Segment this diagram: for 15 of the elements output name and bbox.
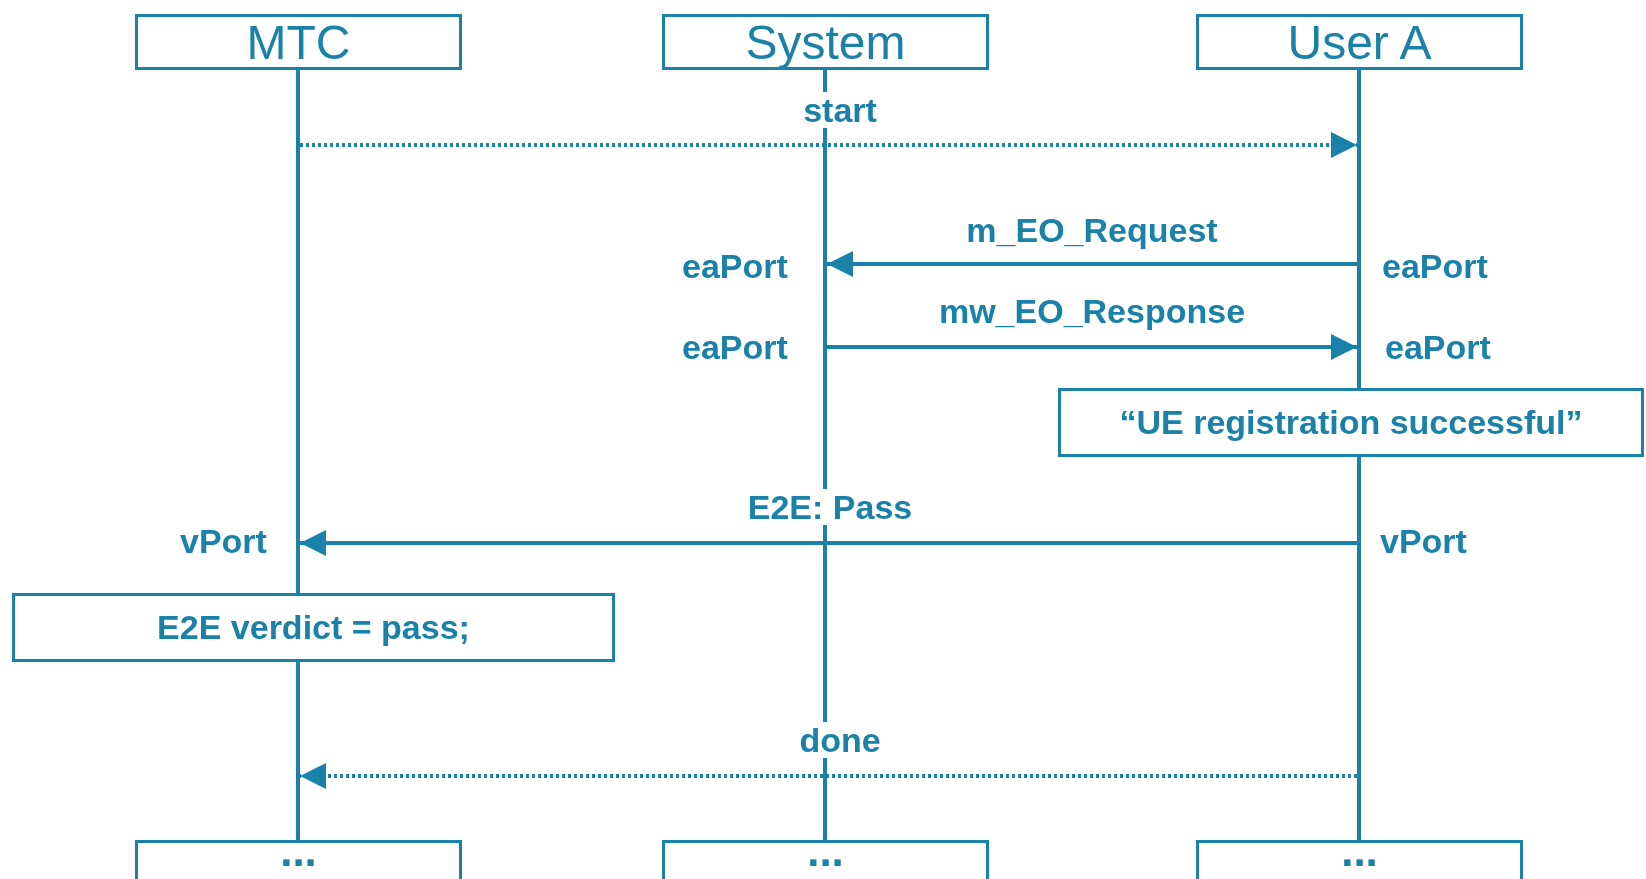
action-box: E2E verdict = pass;	[12, 593, 615, 662]
action-box: “UE registration successful”	[1058, 388, 1644, 457]
lifeline-header-box: System	[662, 14, 989, 70]
lifeline-end-box: ...	[662, 840, 989, 879]
edge-label: start	[801, 92, 879, 128]
message-arrow	[300, 530, 1357, 556]
message-arrow	[827, 334, 1357, 360]
edge-label: done	[797, 722, 883, 758]
message-arrow	[827, 251, 1357, 277]
lifeline-end-box: ...	[135, 840, 462, 879]
message-arrow	[300, 763, 1357, 789]
lifeline-header-box: User A	[1196, 14, 1523, 70]
message-arrow	[300, 132, 1357, 158]
lifeline-end-box: ...	[1196, 840, 1523, 879]
lifeline-header-box: MTC	[135, 14, 462, 70]
